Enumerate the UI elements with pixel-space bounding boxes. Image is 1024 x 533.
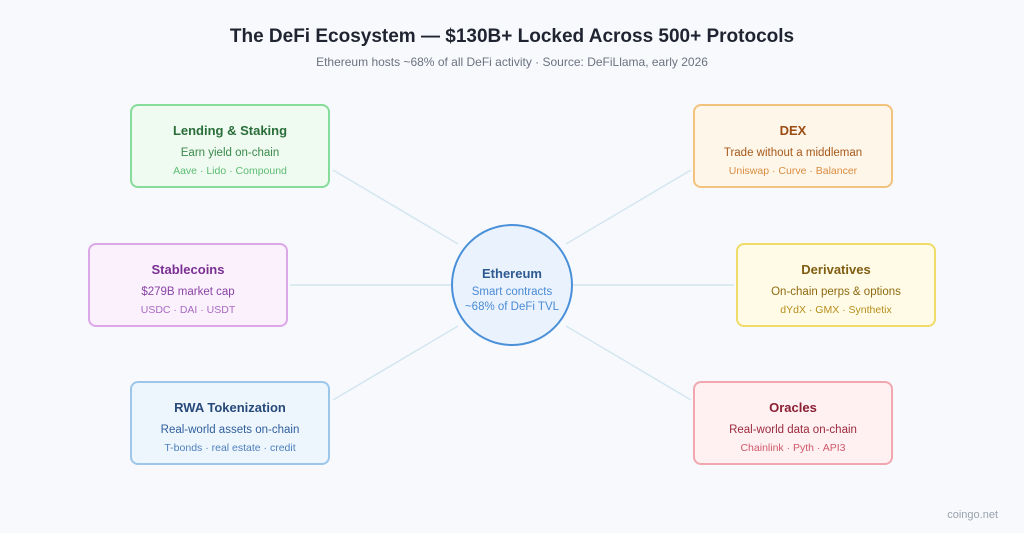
node-description: $279B market cap [141,286,235,298]
hub-title: Ethereum [482,266,542,281]
node-oracles: Oracles Real-world data on-chain Chainli… [693,381,893,465]
node-description: Trade without a middleman [723,147,863,159]
watermark: coingo.net [947,509,998,521]
node-stablecoins: Stablecoins $279B market cap USDC · DAI … [88,243,288,327]
node-title: DEX [779,123,807,138]
node-title: Derivatives [801,262,871,277]
link-rwa [332,325,459,401]
diagram-subtitle: Ethereum hosts ~68% of all DeFi activity… [316,55,708,69]
node-examples: Chainlink · Pyth · API3 [740,442,846,454]
node-examples: dYdX · GMX · Synthetix [780,304,892,316]
node-description: Real-world data on-chain [729,424,857,436]
node-title: Lending & Staking [172,123,288,138]
hub-ethereum: Ethereum Smart contracts ~68% of DeFi TV… [451,224,573,346]
node-rwa-tokenization: RWA Tokenization Real-world assets on-ch… [130,381,330,465]
node-examples: Uniswap · Curve · Balancer [728,165,858,177]
node-examples: Aave · Lido · Compound [173,165,287,177]
hub-line-1: Smart contracts [471,286,553,298]
node-title: Stablecoins [151,262,225,277]
node-examples: T-bonds · real estate · credit [164,442,296,454]
node-description: On-chain perps & options [771,286,901,298]
node-title: Oracles [769,400,817,415]
hub-line-2: ~68% of DeFi TVL [464,301,560,313]
link-oracles [565,325,692,401]
node-description: Earn yield on-chain [180,147,280,159]
node-title: RWA Tokenization [174,400,286,415]
node-lending-staking: Lending & Staking Earn yield on-chain Aa… [130,104,330,188]
node-examples: USDC · DAI · USDT [140,304,236,316]
node-derivatives: Derivatives On-chain perps & options dYd… [736,243,936,327]
link-lending [332,169,459,245]
node-dex: DEX Trade without a middleman Uniswap · … [693,104,893,188]
diagram-title: The DeFi Ecosystem — $130B+ Locked Acros… [229,26,795,47]
link-dex [565,169,692,245]
node-description: Real-world assets on-chain [160,424,300,436]
